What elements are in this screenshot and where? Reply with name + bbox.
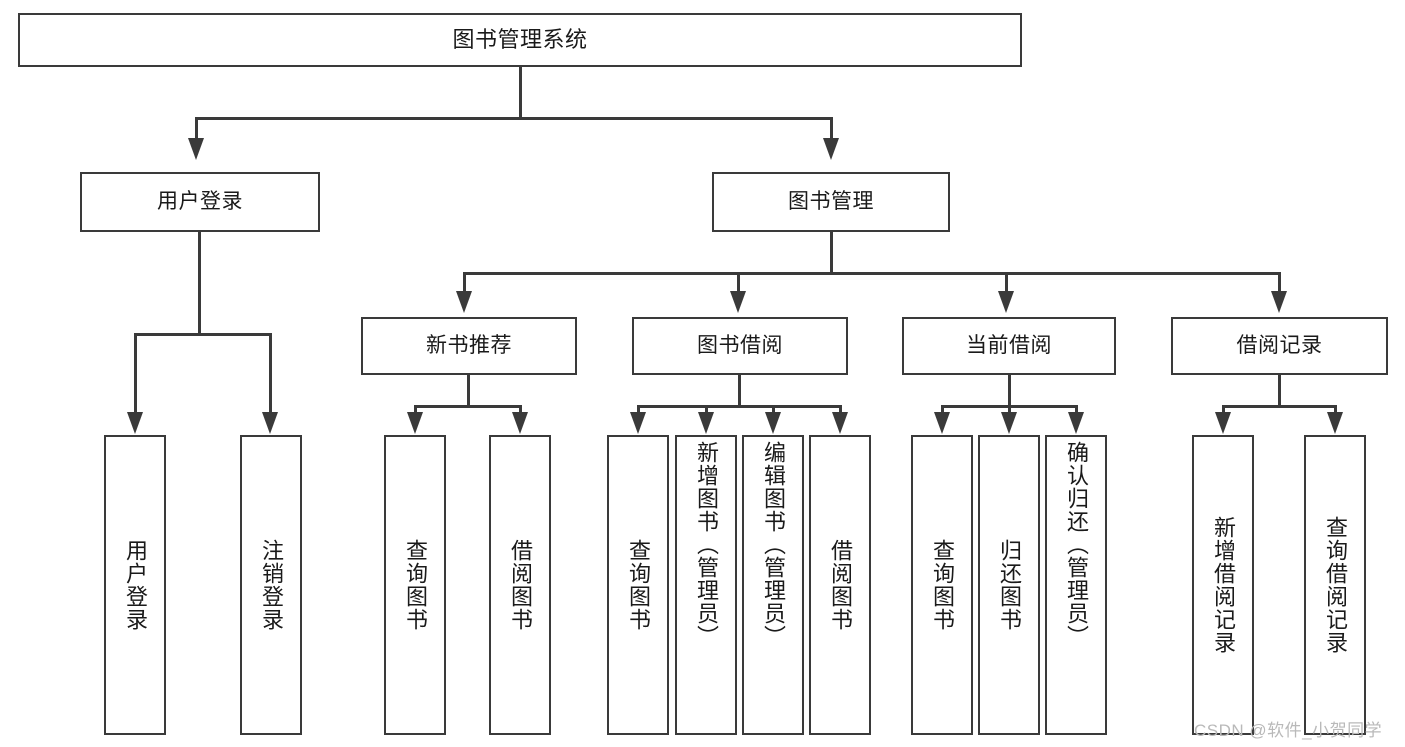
connector-br-drop-2: [1334, 405, 1337, 414]
leaf-nb-borrow-book[interactable]: 借阅图书: [489, 435, 551, 735]
node-label: 查询借阅记录: [1322, 516, 1348, 654]
leaf-br-query-record[interactable]: 查询借阅记录: [1304, 435, 1366, 735]
connector-level3-drop-4: [1278, 272, 1281, 294]
node-book-borrow[interactable]: 图书借阅: [632, 317, 848, 375]
connector-book-management-stem: [830, 232, 833, 274]
arrow-to-book-borrow: [730, 291, 746, 313]
node-label: 当前借阅: [966, 334, 1052, 358]
node-label: 借阅图书: [827, 539, 853, 631]
connector-level3-drop-3: [1005, 272, 1008, 294]
arrow-to-leaf-user-login: [127, 412, 143, 434]
arrow-to-leaf-cb-return: [1001, 412, 1017, 434]
connector-borrow-record-bus: [1222, 405, 1337, 408]
node-user-login[interactable]: 用户登录: [80, 172, 320, 232]
connector-user-login-drop-2: [269, 333, 272, 415]
connector-level3-bus: [463, 272, 1281, 275]
leaf-user-login[interactable]: 用户登录: [104, 435, 166, 735]
leaf-cb-query-book[interactable]: 查询图书: [911, 435, 973, 735]
leaf-bb-edit-book-admin[interactable]: 编辑图书（管理员）: [742, 435, 804, 735]
arrow-to-leaf-br-add: [1215, 412, 1231, 434]
watermark-text: CSDN @软件_小贺同学: [1194, 721, 1383, 740]
connector-level3-drop-1: [463, 272, 466, 294]
connector-level1-drop-right: [830, 117, 833, 140]
node-label: 查询图书: [929, 539, 955, 631]
connector-user-login-bus: [134, 333, 272, 336]
connector-bb-drop-4: [839, 405, 842, 414]
connector-book-borrow-bus: [637, 405, 842, 408]
leaf-bb-borrow-book[interactable]: 借阅图书: [809, 435, 871, 735]
node-borrow-record[interactable]: 借阅记录: [1171, 317, 1388, 375]
node-new-book-recommend[interactable]: 新书推荐: [361, 317, 577, 375]
node-label: 用户登录: [157, 190, 243, 214]
arrow-to-borrow-record: [1271, 291, 1287, 313]
node-label: 借阅图书: [507, 539, 533, 631]
node-label: 查询图书: [402, 539, 428, 631]
connector-user-login-drop-1: [134, 333, 137, 415]
connector-borrow-record-stem: [1278, 375, 1281, 407]
connector-bb-drop-1: [637, 405, 640, 414]
node-label: 新增借阅记录: [1210, 516, 1236, 654]
connector-root-stem: [519, 67, 522, 119]
node-label: 用户登录: [122, 539, 148, 631]
node-book-management[interactable]: 图书管理: [712, 172, 950, 232]
leaf-logout[interactable]: 注销登录: [240, 435, 302, 735]
arrow-to-leaf-cb-query: [934, 412, 950, 434]
connector-cb-drop-1: [941, 405, 944, 414]
arrow-to-leaf-bb-query: [630, 412, 646, 434]
leaf-bb-query-book[interactable]: 查询图书: [607, 435, 669, 735]
arrow-to-leaf-bb-borrow: [832, 412, 848, 434]
connector-new-book-drop-1: [414, 405, 417, 414]
connector-level1-bus: [195, 117, 833, 120]
leaf-cb-confirm-return-admin[interactable]: 确认归还（管理员）: [1045, 435, 1107, 735]
leaf-nb-query-book[interactable]: 查询图书: [384, 435, 446, 735]
connector-bb-drop-3: [772, 405, 775, 414]
connector-cb-drop-3: [1075, 405, 1078, 414]
leaf-cb-return-book[interactable]: 归还图书: [978, 435, 1040, 735]
connector-new-book-bus: [414, 405, 522, 408]
node-label: 确认归还（管理员）: [1063, 441, 1089, 648]
arrow-to-current-borrow: [998, 291, 1014, 313]
arrow-to-leaf-br-query: [1327, 412, 1343, 434]
connector-new-book-drop-2: [519, 405, 522, 414]
node-label: 注销登录: [258, 539, 284, 631]
connector-current-borrow-stem: [1008, 375, 1011, 407]
node-current-borrow[interactable]: 当前借阅: [902, 317, 1116, 375]
connector-cb-drop-2: [1008, 405, 1011, 414]
arrow-to-leaf-logout: [262, 412, 278, 434]
leaf-bb-add-book-admin[interactable]: 新增图书（管理员）: [675, 435, 737, 735]
leaf-br-add-record[interactable]: 新增借阅记录: [1192, 435, 1254, 735]
node-label: 图书管理: [788, 190, 874, 214]
arrow-to-book-manage: [823, 138, 839, 160]
node-root-system[interactable]: 图书管理系统: [18, 13, 1022, 67]
connector-level1-drop-left: [195, 117, 198, 140]
node-label: 借阅记录: [1236, 334, 1323, 358]
connector-level3-drop-2: [737, 272, 740, 294]
node-label: 新书推荐: [426, 334, 512, 358]
node-label: 编辑图书（管理员）: [760, 441, 786, 648]
arrow-to-user-login: [188, 138, 204, 160]
connector-bb-drop-2: [705, 405, 708, 414]
arrow-to-leaf-cb-confirm: [1068, 412, 1084, 434]
arrow-to-new-book-recommend: [456, 291, 472, 313]
node-label: 归还图书: [996, 539, 1022, 631]
connector-br-drop-1: [1222, 405, 1225, 414]
connector-new-book-stem: [467, 375, 470, 407]
node-label: 新增图书（管理员）: [693, 441, 719, 648]
connector-user-login-stem: [198, 232, 201, 335]
arrow-to-leaf-bb-edit: [765, 412, 781, 434]
node-label: 图书借阅: [697, 334, 783, 358]
node-label: 图书管理系统: [452, 26, 588, 52]
arrow-to-leaf-bb-add: [698, 412, 714, 434]
arrow-to-leaf-nb-query: [407, 412, 423, 434]
arrow-to-leaf-nb-borrow: [512, 412, 528, 434]
node-label: 查询图书: [625, 539, 651, 631]
connector-book-borrow-stem: [738, 375, 741, 407]
